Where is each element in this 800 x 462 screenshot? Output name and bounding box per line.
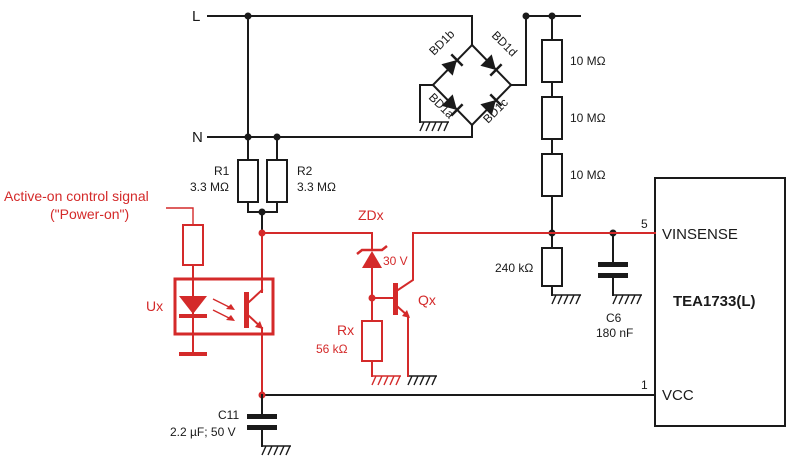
c6-name: C6: [606, 311, 622, 325]
r2-name: R2: [297, 164, 313, 178]
phototransistor-base-icon: [244, 292, 249, 328]
optocoupler-icon[interactable]: [173, 277, 275, 336]
zener-diode-icon: [362, 251, 382, 268]
r1-value: 3.3 MΩ: [190, 180, 229, 194]
qx-name: Qx: [418, 292, 436, 308]
r1-r2-network: R1 3.3 MΩ R2 3.3 MΩ: [190, 159, 336, 233]
vcc-network: C11 2.2 µF; 50 V: [170, 391, 656, 456]
junction-dot: [244, 133, 252, 141]
zener-value: 30 V: [383, 254, 408, 268]
zener-feed-wire: [261, 232, 373, 251]
resistor-icon: [541, 153, 563, 197]
qx-collector-wire: [396, 232, 656, 292]
voltage-divider: 10 MΩ 10 MΩ 10 MΩ 240 kΩ: [495, 15, 606, 305]
resistor-icon: [237, 159, 259, 203]
resistor-icon: [541, 247, 563, 287]
capacitor-icon: [247, 414, 277, 430]
ic-name: TEA1733(L): [673, 293, 756, 310]
r2-value: 3.3 MΩ: [297, 180, 336, 194]
divider-r2-value: 10 MΩ: [570, 111, 606, 125]
qx-base-icon: [393, 283, 398, 315]
junction-dot: [258, 208, 266, 216]
diode-icon: [441, 94, 464, 117]
pin-vcc-label: VCC: [662, 387, 694, 404]
ground-icon: [419, 121, 450, 132]
opto-ground-bar-icon: [179, 352, 207, 356]
junction-dot: [273, 133, 281, 141]
led-cathode-icon: [179, 314, 207, 318]
resistor-icon: [361, 320, 383, 362]
ground-icon: [551, 294, 582, 305]
mains-lines: L N: [192, 8, 473, 161]
diode-icon: [441, 53, 464, 76]
neutral-label: N: [192, 129, 203, 146]
divider-r1-value: 10 MΩ: [570, 54, 606, 68]
resistor-icon: [541, 96, 563, 140]
capacitor-icon: [598, 262, 628, 278]
bridge-ground-wire: [419, 84, 434, 123]
ground-icon: [371, 375, 402, 386]
junction-dot: [522, 12, 530, 20]
rx-value: 56 kΩ: [316, 342, 348, 356]
c11-name: C11: [218, 408, 239, 422]
led-icon: [179, 296, 207, 314]
bd1d-label: BD1d: [489, 28, 520, 59]
diode-icon: [480, 93, 503, 116]
r1-name: R1: [214, 164, 230, 178]
live-label: L: [192, 8, 200, 25]
vinsense-network: C6 180 nF: [551, 229, 656, 340]
bd1b-label: BD1b: [426, 27, 457, 58]
divider-bottom-value: 240 kΩ: [495, 261, 533, 275]
ic-body: [654, 177, 786, 427]
pin-vinsense-label: VINSENSE: [662, 226, 738, 243]
ground-icon: [612, 294, 643, 305]
bridge-rectifier: BD1b BD1d BD1a BD1c: [419, 12, 581, 138]
control-signal-label: Active-on control signal: [4, 188, 149, 204]
resistor-icon: [541, 39, 563, 83]
light-arrows-icon: [212, 298, 235, 321]
control-signal-wire: [166, 207, 194, 225]
pin1-number: 1: [641, 378, 648, 392]
junction-dot: [244, 12, 252, 20]
ground-icon: [261, 445, 292, 456]
zener-name: ZDx: [358, 207, 384, 223]
resistor-icon: [266, 159, 288, 203]
c11-value: 2.2 µF; 50 V: [170, 425, 236, 439]
rx-name: Rx: [337, 322, 354, 338]
ic-tea1733: TEA1733(L) 5 VINSENSE 1 VCC: [641, 177, 786, 427]
phototransistor-collector: [247, 288, 264, 304]
c6-value: 180 nF: [596, 326, 633, 340]
resistor-icon: [182, 224, 204, 266]
ground-icon: [407, 375, 438, 386]
pin5-number: 5: [641, 217, 648, 231]
diode-icon: [480, 54, 503, 77]
zener-cathode-icon: [356, 245, 388, 255]
control-signal-sublabel: ("Power-on"): [50, 206, 129, 222]
divider-r3-value: 10 MΩ: [570, 168, 606, 182]
power-on-circuit: Active-on control signal ("Power-on") Ux: [4, 188, 656, 396]
opto-name: Ux: [146, 298, 163, 314]
bridge-output-wire: [510, 15, 553, 86]
bd1c-label: BD1c: [480, 95, 511, 126]
